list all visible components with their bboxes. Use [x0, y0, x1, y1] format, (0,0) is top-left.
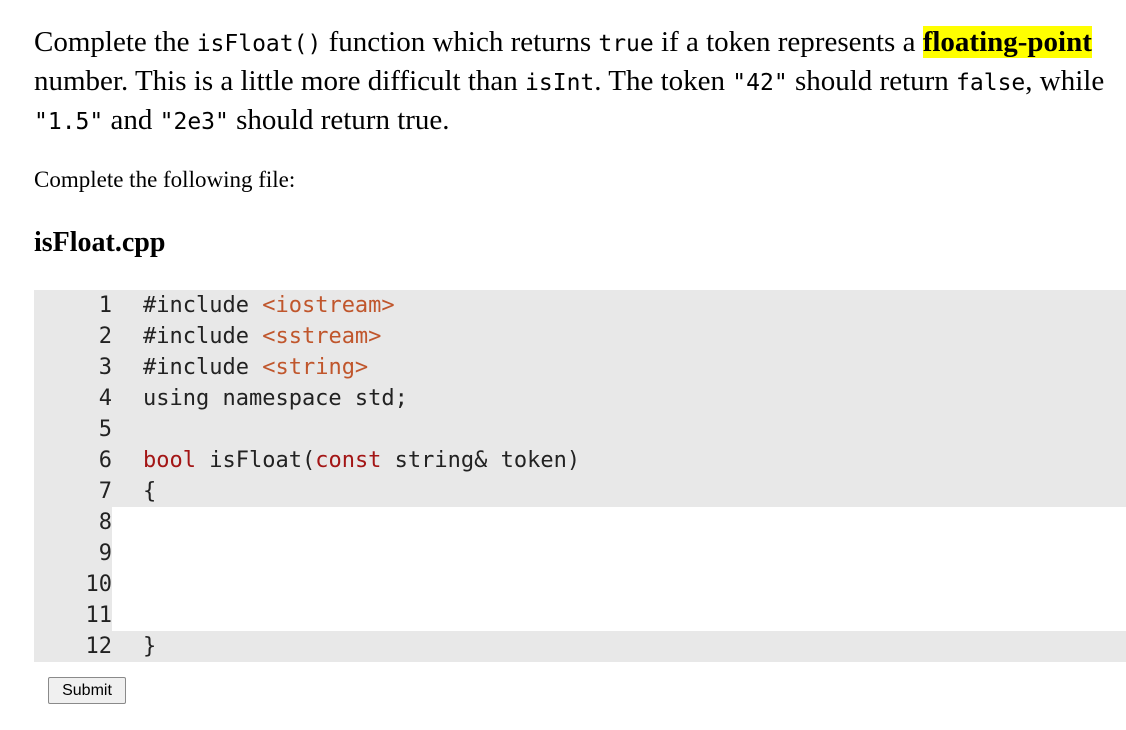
line-number: 12 — [85, 634, 113, 659]
intro-text: number. This is a little more difficult … — [34, 65, 526, 97]
line-number: 3 — [98, 355, 112, 380]
line-number: 10 — [85, 572, 113, 597]
code-line: 1#include <iostream> — [34, 290, 1126, 321]
code-string-literal: <iostream> — [262, 293, 395, 318]
code-text: #include <string> — [112, 352, 1126, 383]
code-line: 12} — [34, 631, 1126, 662]
code-token: #include — [143, 355, 263, 380]
intro-text: Complete the — [34, 26, 197, 58]
line-number: 11 — [85, 603, 113, 628]
code-line: 3#include <string> — [34, 352, 1126, 383]
code-token: isFloat( — [195, 448, 316, 473]
code-editor[interactable]: 1#include <iostream>2#include <sstream>3… — [34, 290, 1126, 662]
intro-text: and — [103, 104, 160, 136]
code-text: #include <sstream> — [112, 321, 1126, 352]
intro-text: . The token — [594, 65, 733, 97]
problem-description: Complete the isFloat() function which re… — [34, 24, 1114, 141]
code-text[interactable] — [112, 569, 1126, 600]
intro-text: function which returns — [321, 26, 599, 58]
intro-text: if a token represents a — [653, 26, 923, 58]
line-number: 7 — [98, 479, 112, 504]
inline-code-isfloat: isFloat() — [196, 31, 322, 57]
editable-code-line[interactable]: 9 — [34, 538, 1126, 569]
inline-code-token-42: "42" — [732, 70, 788, 96]
inline-code-token-2e3: "2e3" — [159, 109, 229, 135]
editable-code-line[interactable]: 10 — [34, 569, 1126, 600]
code-token: using namespace std; — [143, 386, 408, 411]
code-line: 2#include <sstream> — [34, 321, 1126, 352]
line-number: 8 — [98, 510, 112, 535]
inline-code-token-1-5: "1.5" — [34, 109, 104, 135]
code-token: { — [143, 479, 157, 504]
code-text: using namespace std; — [112, 383, 1126, 414]
highlighted-term: floating-point — [922, 26, 1092, 58]
code-keyword: bool — [143, 448, 196, 473]
code-text — [112, 414, 1126, 445]
code-keyword: const — [315, 448, 382, 473]
line-number: 5 — [98, 417, 112, 442]
code-line: 7{ — [34, 476, 1126, 507]
code-text[interactable] — [112, 507, 1126, 538]
code-token: #include — [143, 324, 263, 349]
line-number: 2 — [98, 324, 112, 349]
line-number: 4 — [98, 386, 112, 411]
code-token: #include — [143, 293, 263, 318]
code-text: { — [112, 476, 1126, 507]
submit-button[interactable]: Submit — [48, 677, 126, 704]
line-number: 9 — [98, 541, 112, 566]
code-line: 4 using namespace std; — [34, 383, 1126, 414]
editable-code-line[interactable]: 8 — [34, 507, 1126, 538]
inline-code-isint: isInt — [525, 70, 595, 96]
code-text: bool isFloat(const string& token) — [112, 445, 1126, 476]
code-token: } — [143, 634, 157, 659]
editable-code-line[interactable]: 11 — [34, 600, 1126, 631]
code-string-literal: <sstream> — [262, 324, 382, 349]
code-text: #include <iostream> — [112, 290, 1126, 321]
inline-code-true: true — [598, 31, 654, 57]
intro-text: should return true. — [228, 104, 450, 136]
intro-text: , while — [1025, 65, 1105, 97]
code-text[interactable] — [112, 600, 1126, 631]
file-name-heading: isFloat.cpp — [34, 227, 166, 258]
code-text[interactable] — [112, 538, 1126, 569]
instructions: Complete the following file: — [34, 167, 296, 192]
code-token: string& token) — [381, 448, 581, 473]
code-string-literal: <string> — [262, 355, 369, 380]
line-number: 1 — [98, 293, 112, 318]
code-line: 5 — [34, 414, 1126, 445]
intro-text: should return — [787, 65, 957, 97]
inline-code-false: false — [956, 70, 1026, 96]
line-number: 6 — [98, 448, 112, 473]
code-text: } — [112, 631, 1126, 662]
